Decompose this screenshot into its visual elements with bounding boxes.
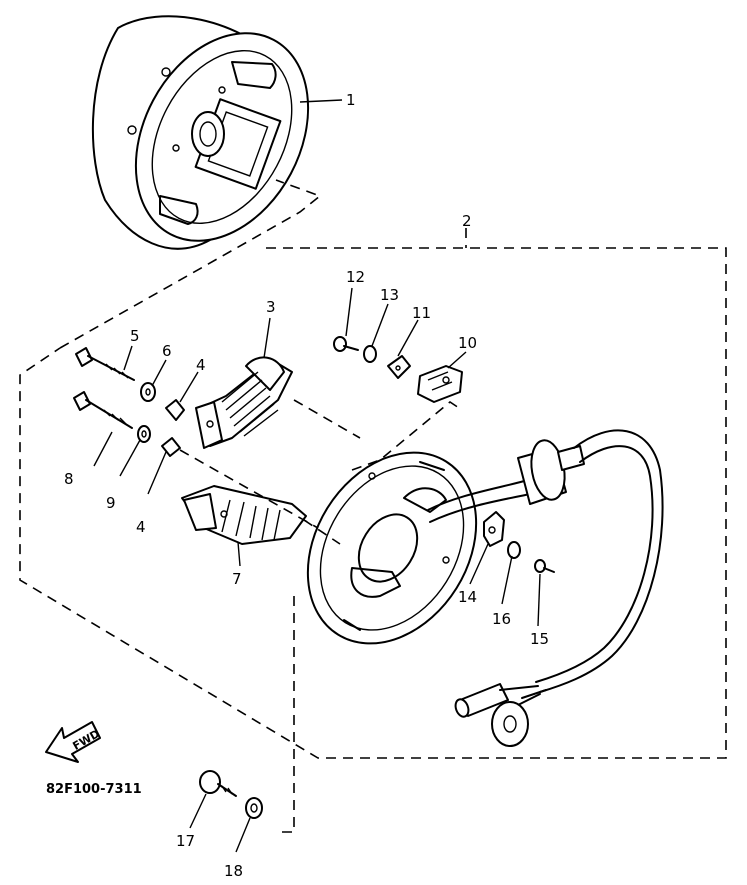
callout-12: 12 [346,268,365,286]
flywheel-rotor [91,15,310,250]
charge-coil [195,356,293,449]
callout-15: 15 [530,630,549,648]
callout-16: 16 [492,610,511,628]
callout-5: 5 [130,327,140,345]
diagram-code: 82F100-7311 [46,782,142,797]
assembly-guide-lines [179,399,463,545]
leader-lines [93,99,541,853]
callout-3: 3 [266,298,276,316]
callout-10: 10 [458,334,477,352]
callout-numbers: 1 2 3 5 6 4 8 9 4 7 12 13 11 10 14 16 15… [64,91,549,880]
callout-11: 11 [412,304,431,322]
callout-8: 8 [64,470,74,488]
contact-breaker [387,355,463,403]
callout-17: 17 [176,832,195,850]
callout-14: 14 [458,588,477,606]
lighting-coil [181,485,307,545]
callout-6: 6 [162,342,172,360]
forward-direction-arrow: FWD [45,721,102,763]
callout-4a: 4 [196,356,206,374]
wire-harness [427,429,664,747]
callout-4b: 4 [136,518,146,536]
stator-base-plate [306,451,478,645]
callout-13: 13 [380,286,399,304]
callout-1: 1 [346,91,356,109]
callout-9: 9 [106,494,116,512]
stator-assembly-boundary [19,179,727,833]
callout-7: 7 [232,570,242,588]
wire-clamp [483,511,505,547]
fasteners [73,336,555,819]
callout-2: 2 [462,212,472,230]
callout-18: 18 [224,862,243,880]
